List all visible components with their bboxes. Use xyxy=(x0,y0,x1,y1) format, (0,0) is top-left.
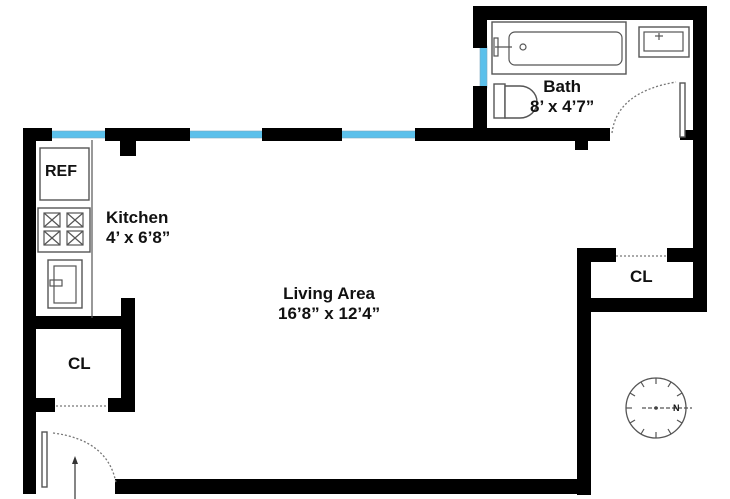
living-area-label: Living Area 16’8” x 12’4” xyxy=(278,284,380,323)
refrigerator xyxy=(39,147,90,201)
entry-arrow-icon xyxy=(72,456,78,499)
bath-sink-icon xyxy=(638,26,690,58)
living-area-dimensions: 16’8” x 12’4” xyxy=(278,303,381,323)
bath-dimensions: 8’ x 4’7” xyxy=(530,96,595,116)
bath-door-swing xyxy=(611,81,677,134)
kitchen-name: Kitchen xyxy=(106,208,169,227)
bath-name: Bath xyxy=(543,77,582,96)
refrigerator-label: REF xyxy=(45,163,77,180)
stove-burners-icon xyxy=(43,212,84,246)
window-kitchen xyxy=(49,130,107,139)
bathtub-icon xyxy=(491,21,627,75)
window-living-1 xyxy=(187,130,265,139)
walls xyxy=(23,6,707,495)
living-area-name: Living Area xyxy=(283,284,376,303)
kitchen-counter xyxy=(37,140,93,318)
entry-door-swing xyxy=(52,432,117,484)
window-living-2 xyxy=(340,130,418,139)
kitchen-dimensions: 4’ x 6’8” xyxy=(106,227,171,247)
kitchen-label: Kitchen 4’ x 6’8” xyxy=(106,208,170,247)
sink-icon xyxy=(47,259,83,309)
entry-door[interactable] xyxy=(41,431,117,488)
closet-left-label: CL xyxy=(68,354,91,373)
bath-door-icon[interactable] xyxy=(679,82,686,138)
compass-north-label: N xyxy=(673,403,680,413)
compass-icon xyxy=(625,377,692,439)
window-bath xyxy=(479,45,488,89)
closet-right-label: CL xyxy=(630,267,653,286)
entry-door-leaf[interactable] xyxy=(41,431,48,488)
toilet-icon xyxy=(493,83,538,119)
bath-fixtures xyxy=(491,21,690,138)
bath-label: Bath 8’ x 4’7” xyxy=(530,77,594,116)
windows xyxy=(49,45,488,139)
